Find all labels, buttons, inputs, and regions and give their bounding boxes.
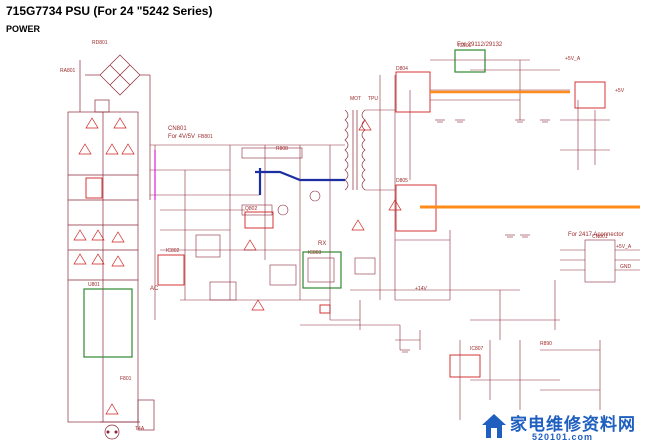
note-top-variant: For 29112/29132 [457,42,503,48]
svg-text:+14V: +14V [415,286,427,292]
svg-text:Q802: Q802 [245,206,257,212]
main-transformer [344,109,366,191]
highlight-boxes-green [83,49,486,358]
input-filter-section [67,54,151,423]
svg-text:+5V_A: +5V_A [616,244,632,250]
svg-text:+5V_A: +5V_A [565,56,581,62]
svg-text:IC803: IC803 [308,250,322,256]
warning-triangles [73,117,402,415]
svg-text:GND: GND [620,264,632,270]
pwm-controller-section [150,144,376,320]
svg-text:R808: R808 [276,146,288,152]
svg-text:U801: U801 [88,282,100,288]
ac-input-socket [100,399,155,440]
highlight-boxes-red [85,71,606,378]
component-labels: RD801 RA801 FB801 R808 D804 D805 IC901 +… [60,40,632,432]
note-cn801: CN801 [168,126,187,132]
svg-text:RA801: RA801 [60,68,76,74]
svg-text:IC901: IC901 [458,43,472,49]
note-ac: AC [150,286,159,292]
svg-text:F801: F801 [120,376,132,382]
svg-text:RD801: RD801 [92,40,108,46]
svg-text:IC802: IC802 [166,248,180,254]
svg-text:TPU: TPU [368,96,378,102]
secondary-section [300,59,640,420]
note-connector: For 2417 Aconnector [568,232,624,238]
house-logo-icon [482,414,506,438]
svg-text:IC807: IC807 [470,346,484,352]
svg-text:FB801: FB801 [198,134,213,140]
site-watermark: 家电维修资料网 520101.com [480,410,648,444]
svg-text:D805: D805 [396,178,408,184]
watermark-url: 520101.com [532,432,594,442]
note-cn801-voltage: For 4V/5V [168,134,195,140]
watermark-text: 家电维修资料网 [510,415,636,434]
svg-text:D804: D804 [396,66,408,72]
note-rx: RX [318,241,326,247]
svg-text:T4A: T4A [135,426,145,432]
page-title: 715G7734 PSU (For 24 "5242 Series) [6,4,213,18]
svg-text:R890: R890 [540,341,552,347]
svg-text:CN801: CN801 [592,234,608,240]
svg-text:+5V: +5V [615,88,625,94]
page-subtitle: POWER [6,24,41,34]
primary-drive-path [255,170,345,182]
svg-text:MOT: MOT [350,96,361,102]
